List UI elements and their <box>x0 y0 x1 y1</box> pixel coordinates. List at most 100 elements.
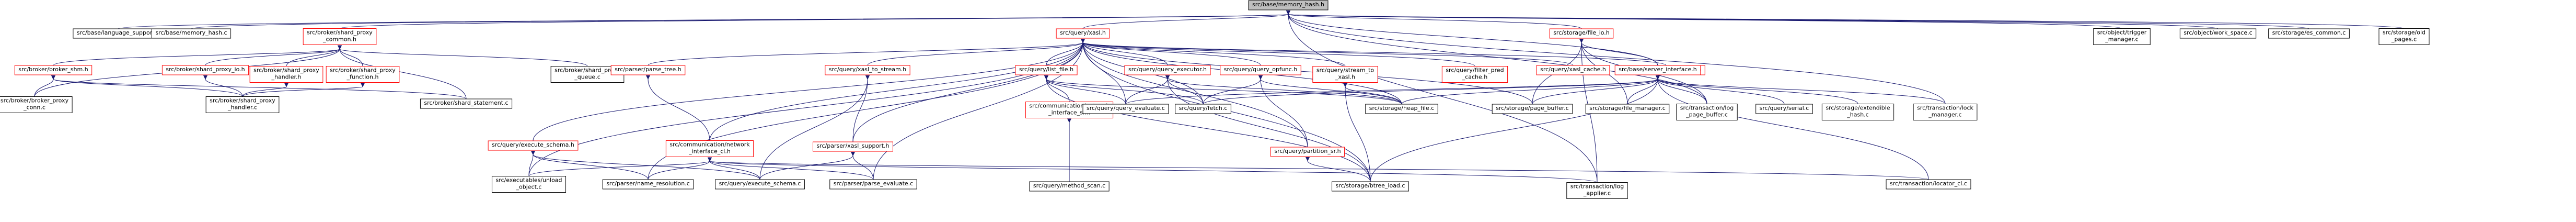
graph-node-transaction-log-page-buffer-c[interactable]: src/transaction/log_page_buffer.c <box>1676 104 1738 120</box>
graph-node-qp-func-h[interactable]: src/query/query_opfunc.h <box>1220 65 1301 75</box>
graph-node-label: _applier.c <box>1583 190 1611 197</box>
graph-edge <box>707 157 1929 180</box>
graph-edge <box>1080 38 1261 66</box>
graph-node-label: src/transaction/lock <box>1917 105 1973 112</box>
graph-node-label: src/broker/shard_proxy <box>307 29 373 36</box>
graph-node-box <box>2378 28 2430 45</box>
graph-node-box <box>491 176 567 193</box>
graph-node-label: src/query/execute_schema.c <box>719 180 801 187</box>
graph-edge <box>242 83 289 97</box>
graph-node-box <box>1365 104 1438 114</box>
graph-node-execute-schema-h[interactable]: src/query/execute_schema.h <box>488 140 579 151</box>
graph-node-label: src/query/xasl_to_stream.h <box>829 66 906 73</box>
graph-edge <box>528 150 536 176</box>
graph-edge <box>1080 38 1308 148</box>
graph-node-query-method-scan-c[interactable]: src/query/method_scan.c <box>1029 181 1110 192</box>
graph-node-storage-file-io-h[interactable]: src/storage/file_io.h <box>1549 28 1614 39</box>
graph-node-label: _common.h <box>322 36 356 43</box>
graph-edge <box>707 157 760 180</box>
graph-node-partition-sr-h[interactable]: src/query/partition_sr.h <box>1270 147 1345 157</box>
graph-node-label: _conn.c <box>23 104 45 111</box>
graph-edge <box>1203 75 1263 105</box>
graph-node-shard-proxy-io-h[interactable]: src/broker/shard_proxy_io.h <box>161 65 249 75</box>
graph-edge <box>1627 75 1660 105</box>
graph-node-label: src/query/xasl_cache.h <box>1540 66 1606 73</box>
graph-node-label: src/query/xasl.h <box>1060 29 1106 36</box>
graph-edge <box>648 38 1085 66</box>
graph-edge <box>205 45 342 66</box>
graph-node-object-work-space-c[interactable]: src/object/work_space.c <box>2179 28 2257 39</box>
graph-node-query-serial-c[interactable]: src/query/serial.c <box>1755 104 1813 114</box>
graph-node-storage-oid-pages-c[interactable]: src/storage/oid_pages.c <box>2378 28 2430 45</box>
graph-node-broker-proxy-conn-c[interactable]: src/broker/broker_proxy_conn.c <box>0 96 73 113</box>
graph-node-label: src/parser/parse_tree.h <box>615 66 681 73</box>
graph-node-storage-heap-file-c[interactable]: src/storage/heap_file.c <box>1365 104 1438 114</box>
graph-node-label: _pages.c <box>2391 36 2417 43</box>
graph-node-label: src/transaction/log <box>1680 105 1734 112</box>
graph-node-label: src/base/language_support.c <box>77 29 159 36</box>
graph-edge <box>1343 83 1371 182</box>
graph-node-parser-parse-evaluate-c[interactable]: src/parser/parse_evaluate.c <box>829 179 917 190</box>
graph-node-xasl-to-stream-h[interactable]: src/query/xasl_to_stream.h <box>825 65 910 75</box>
graph-node-shard-proxy-handler-c[interactable]: src/broker/shard_proxy_handler.c <box>205 96 280 113</box>
graph-node-label: src/base/memory_hash.h <box>1252 1 1324 8</box>
graph-edge <box>1655 75 1858 104</box>
graph-node-xasl-support-h[interactable]: src/parser/xasl_support.h <box>813 141 893 152</box>
graph-node-shard-proxy-function-h[interactable]: src/broker/shard_proxy_function.h <box>326 66 400 83</box>
graph-node-label: src/query/filter_pred <box>1446 67 1504 74</box>
graph-node-broker-shm-h[interactable]: src/broker/broker_shm.h <box>14 65 93 75</box>
graph-node-transaction-locator-cl-c[interactable]: src/transaction/locator_cl.c <box>1886 179 1971 190</box>
graph-node-label: src/query/fetch.c <box>1179 105 1228 112</box>
graph-node-query-execute-schema-c[interactable]: src/query/execute_schema.c <box>715 179 805 190</box>
graph-node-query-executor-h[interactable]: src/query/query_executor.h <box>1124 65 1211 75</box>
graph-node-stream-to-xasl-h[interactable]: src/query/stream_to_xasl.h <box>1312 66 1378 83</box>
graph-node-shard-proxy-handler-h[interactable]: src/broker/shard_proxy_handler.h <box>249 66 324 83</box>
graph-node-label: src/query/query_opfunc.h <box>1224 66 1298 73</box>
graph-node-shard-proxy-common-h[interactable]: src/broker/shard_proxy_common.h <box>303 28 377 45</box>
graph-node-language-support-c[interactable]: src/base/language_support.c <box>73 28 164 39</box>
graph-node-filter-pred-cache-h[interactable]: src/query/filter_pred_cache.h <box>1441 66 1508 83</box>
graph-node-executables-unload-object-c[interactable]: src/executables/unload_object.c <box>491 176 567 193</box>
graph-node-xasl-h[interactable]: src/query/xasl.h <box>1056 28 1110 39</box>
graph-node-network-interface-cl-h[interactable]: src/communication/network_interface_cl.h <box>665 140 754 157</box>
graph-node-parser-name-resolution-c[interactable]: src/parser/name_resolution.c <box>602 179 694 190</box>
graph-node-parse-tree-h[interactable]: src/parser/parse_tree.h <box>610 65 686 75</box>
graph-node-box <box>665 140 754 157</box>
graph-node-transaction-log-applier-c[interactable]: src/transaction/log_applier.c <box>1566 182 1628 199</box>
graph-node-box <box>1676 104 1738 120</box>
graph-node-box <box>0 96 73 113</box>
graph-edge <box>1343 83 1402 105</box>
graph-node-box <box>249 66 324 83</box>
graph-node-storage-page-buffer-c[interactable]: src/storage/page_buffer.c <box>1492 104 1573 114</box>
graph-edge <box>1286 10 1598 183</box>
graph-node-transaction-lock-manager-c[interactable]: src/transaction/lock_manager.c <box>1913 104 1978 120</box>
graph-node-storage-file-manager-c[interactable]: src/storage/file_manager.c <box>1585 104 1670 114</box>
graph-node-box <box>1332 181 1409 192</box>
graph-node-query-fetch-c[interactable]: src/query/fetch.c <box>1175 104 1231 114</box>
graph-node-server-interface-h[interactable]: src/base/server_interface.h <box>1614 65 1701 75</box>
graph-node-label: _cache.h <box>1462 74 1488 81</box>
graph-node-memory-hash-c[interactable]: src/base/memory_hash.c <box>151 28 232 39</box>
graph-node-shard-statement-c[interactable]: src/broker/shard_statement.c <box>420 98 513 109</box>
graph-node-label: src/object/work_space.c <box>2184 29 2252 36</box>
graph-node-label: src/query/partition_sr.h <box>1274 148 1341 154</box>
graph-node-storage-extendible-hash-c[interactable]: src/storage/extendible_hash.c <box>1821 104 1895 120</box>
graph-edge <box>1401 75 1660 105</box>
graph-node-query-evaluate-c[interactable]: src/query/query_evaluate.c <box>1082 104 1169 114</box>
graph-node-label: src/base/server_interface.h <box>1619 66 1697 73</box>
graph-node-xasl-cache-h[interactable]: src/query/xasl_cache.h <box>1536 65 1610 75</box>
graph-node-label: src/broker/shard_proxy_io.h <box>166 66 245 73</box>
graph-node-memory-hash-h[interactable]: src/base/memory_hash.h <box>1248 0 1329 10</box>
graph-node-storage-es-common-c[interactable]: src/storage/es_common.c <box>2268 28 2350 39</box>
graph-edge <box>1258 75 1308 148</box>
graph-node-storage-btree-load-c[interactable]: src/storage/btree_load.c <box>1332 181 1409 192</box>
graph-edge <box>1080 38 1346 66</box>
graph-node-box <box>2268 28 2350 39</box>
graph-edge <box>1203 75 1660 105</box>
graph-edge <box>1655 75 1707 104</box>
graph-edge <box>1044 75 1126 105</box>
graph-node-box <box>1913 104 1978 120</box>
graph-edge <box>1286 10 1946 104</box>
graph-node-object-trigger-manager-c[interactable]: src/object/trigger_manager.c <box>2093 28 2151 45</box>
graph-node-list-file-h[interactable]: src/query/list_file.h <box>1015 65 1078 75</box>
